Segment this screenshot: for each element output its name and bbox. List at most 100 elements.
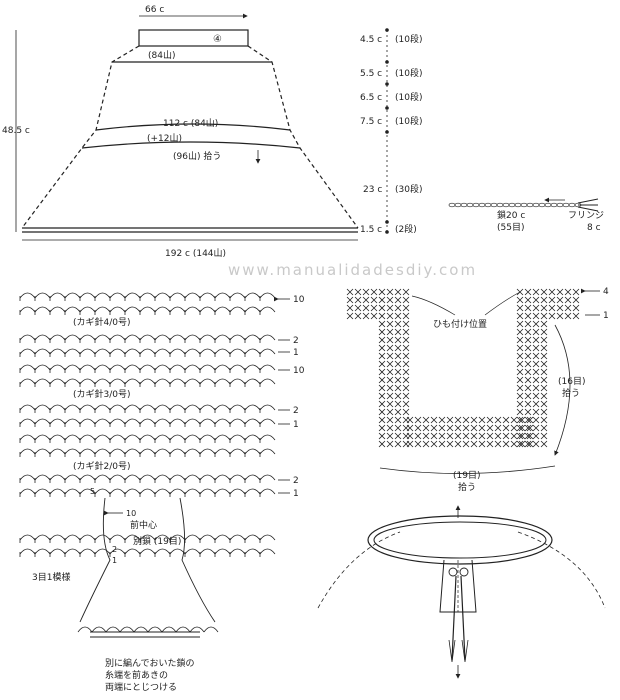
chain-arc — [229, 292, 246, 299]
single-crochet — [524, 376, 532, 384]
single-crochet — [462, 432, 470, 440]
chain-arc — [79, 418, 96, 425]
chain-arc — [139, 534, 156, 541]
single-crochet — [386, 360, 394, 368]
single-crochet — [494, 440, 502, 448]
single-crochet — [386, 376, 394, 384]
chain-arc — [94, 448, 111, 455]
single-crochet — [394, 416, 402, 424]
chain-arc — [19, 548, 36, 555]
single-crochet — [532, 384, 540, 392]
chain-arc — [79, 334, 96, 341]
chain-arc — [259, 404, 276, 411]
chain-arc — [199, 348, 216, 355]
single-crochet — [532, 432, 540, 440]
chain-arc — [109, 418, 126, 425]
chain-arc — [184, 448, 201, 455]
single-crochet — [394, 400, 402, 408]
cord-diagram: 鎖20 c (55目) フリンジ 8 c — [448, 197, 604, 233]
chain-arc — [184, 534, 201, 541]
section-size: 4.5 c — [360, 35, 382, 45]
single-crochet — [394, 320, 402, 328]
single-crochet — [532, 424, 540, 432]
single-crochet — [540, 328, 548, 336]
single-crochet — [572, 296, 580, 304]
chain-arc — [214, 548, 231, 555]
single-crochet — [478, 440, 486, 448]
chain-arc — [184, 348, 201, 355]
chain-arc — [259, 474, 276, 481]
chain-arc — [169, 334, 186, 341]
chain-arc — [124, 548, 141, 555]
side-count-label: (16目) — [558, 376, 585, 387]
chain-stitch — [478, 202, 486, 208]
chain-arc — [49, 404, 66, 411]
single-crochet — [414, 432, 422, 440]
single-crochet — [524, 304, 532, 312]
single-crochet — [394, 288, 402, 296]
chain-arc — [64, 448, 81, 455]
poncho-schematic: 66 c ④ (84山) 112 c (84山) (+12山) (96山) 拾う… — [2, 5, 359, 259]
single-crochet — [516, 296, 524, 304]
chain-stitch — [448, 202, 456, 208]
chain-arc — [124, 488, 141, 495]
chain-arc — [109, 448, 126, 455]
cord-label: 鎖20 c — [497, 209, 525, 221]
single-crochet — [540, 440, 548, 448]
single-crochet — [516, 432, 524, 440]
single-crochet — [346, 312, 354, 320]
single-crochet — [572, 304, 580, 312]
chain-arc — [19, 378, 36, 385]
chain-stitch — [544, 202, 552, 208]
single-crochet — [532, 288, 540, 296]
single-crochet — [510, 416, 518, 424]
chain-arc — [79, 348, 96, 355]
single-crochet — [540, 416, 548, 424]
chain-arc — [19, 434, 36, 441]
chain-arc — [229, 418, 246, 425]
single-crochet — [524, 320, 532, 328]
single-crochet — [526, 416, 534, 424]
single-crochet — [524, 352, 532, 360]
single-crochet — [406, 424, 414, 432]
chain-arc — [169, 474, 186, 481]
single-crochet — [386, 296, 394, 304]
chain-arc — [124, 534, 141, 541]
chain-arc — [49, 364, 66, 371]
chain-arc — [109, 378, 126, 385]
chain-arc — [214, 534, 231, 541]
note-line: 糸端を前あきの — [105, 669, 168, 681]
chain-stitch — [490, 202, 498, 208]
single-crochet — [394, 352, 402, 360]
chain-arc — [124, 418, 141, 425]
chain-arc — [184, 378, 201, 385]
single-crochet — [540, 376, 548, 384]
single-crochet — [422, 440, 430, 448]
single-crochet — [438, 440, 446, 448]
single-crochet — [486, 416, 494, 424]
chain-stitch — [520, 202, 528, 208]
chain-arc — [244, 404, 261, 411]
single-crochet — [370, 296, 378, 304]
single-crochet — [510, 424, 518, 432]
top-width-label: 66 c — [145, 5, 164, 15]
single-crochet — [346, 296, 354, 304]
chain-arc — [124, 364, 141, 371]
chain-arc — [199, 448, 216, 455]
single-crochet — [430, 424, 438, 432]
bottom-count-label: (19目) — [453, 470, 480, 481]
chain-arc — [49, 448, 66, 455]
single-crochet — [548, 296, 556, 304]
chain-arc — [154, 488, 171, 495]
chain-arc — [19, 448, 36, 455]
chain-arc — [79, 448, 96, 455]
single-crochet — [394, 376, 402, 384]
single-crochet — [524, 344, 532, 352]
single-crochet — [386, 336, 394, 344]
chain-arc — [229, 474, 246, 481]
chain-stitch — [472, 202, 480, 208]
single-crochet — [378, 440, 386, 448]
single-crochet — [378, 424, 386, 432]
chain-arc — [154, 474, 171, 481]
single-crochet — [540, 432, 548, 440]
